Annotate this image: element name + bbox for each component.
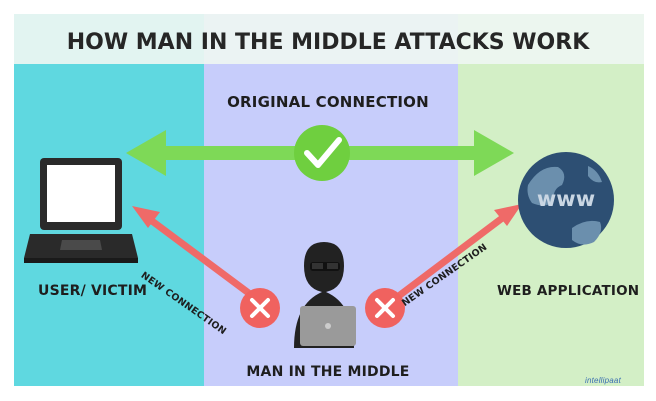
page-title: HOW MAN IN THE MIDDLE ATTACKS WORK <box>66 30 590 55</box>
hacker-icon <box>294 242 356 348</box>
user-victim-label: USER/ VICTIM <box>38 283 148 299</box>
x-icon-left <box>240 288 280 328</box>
checkmark-icon <box>294 125 350 181</box>
new-connection-arrow-right <box>385 204 522 307</box>
globe-icon: www <box>518 152 614 248</box>
globe-www-text: www <box>537 187 595 211</box>
web-application-label: WEB APPLICATION <box>497 283 640 299</box>
title-bar <box>14 14 644 64</box>
man-in-the-middle-label: MAN IN THE MIDDLE <box>246 364 410 380</box>
original-connection-label: ORIGINAL CONNECTION <box>227 93 429 111</box>
x-icon-right <box>365 288 405 328</box>
brand-logo: intellipaat <box>585 376 622 385</box>
laptop-icon <box>24 158 138 263</box>
new-connection-arrow-left <box>132 206 261 303</box>
